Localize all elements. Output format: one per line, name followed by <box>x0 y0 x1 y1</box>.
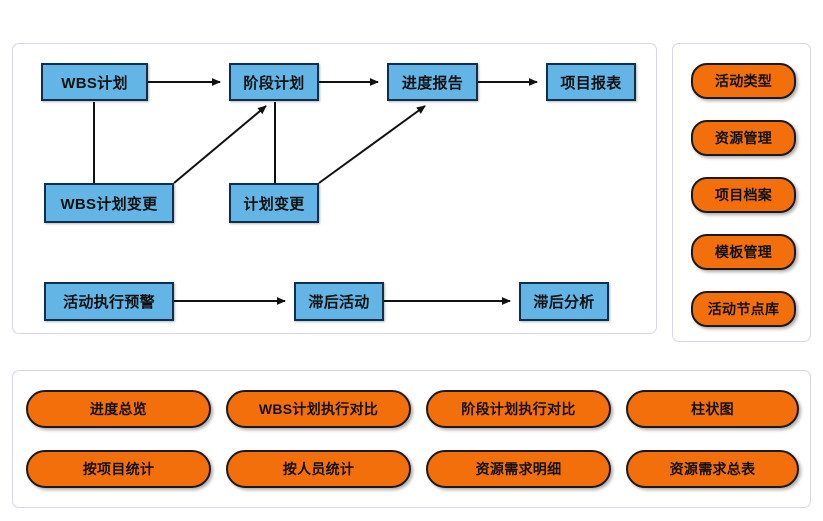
node-project-report[interactable]: 项目报表 <box>546 63 636 101</box>
button-resource-demand-detail[interactable]: 资源需求明细 <box>426 450 611 488</box>
button-resource-demand-summary[interactable]: 资源需求总表 <box>626 450 799 488</box>
button-progress-overview[interactable]: 进度总览 <box>26 390 211 428</box>
edge-wbs-plan-change-to-stage-plan <box>173 105 267 184</box>
node-wbs-plan[interactable]: WBS计划 <box>41 63 148 101</box>
node-plan-change[interactable]: 计划变更 <box>229 183 319 223</box>
button-activity-type[interactable]: 活动类型 <box>691 63 796 99</box>
button-bar-chart[interactable]: 柱状图 <box>626 390 799 428</box>
button-activity-node-library[interactable]: 活动节点库 <box>691 291 796 327</box>
button-wbs-plan-exec-compare[interactable]: WBS计划执行对比 <box>226 390 411 428</box>
flow-diagram-panel: WBS计划 阶段计划 进度报告 项目报表 WBS计划变更 计划变更 活动执行预警… <box>12 43 657 334</box>
button-stage-plan-exec-compare[interactable]: 阶段计划执行对比 <box>426 390 611 428</box>
node-stage-plan[interactable]: 阶段计划 <box>229 63 319 101</box>
side-button-panel: 活动类型 资源管理 项目档案 模板管理 活动节点库 <box>672 43 811 342</box>
node-progress-report[interactable]: 进度报告 <box>387 63 478 101</box>
node-wbs-plan-change[interactable]: WBS计划变更 <box>44 183 174 223</box>
button-template-management[interactable]: 模板管理 <box>691 234 796 270</box>
node-delayed-activity[interactable]: 滞后活动 <box>294 282 384 321</box>
button-project-archive[interactable]: 项目档案 <box>691 177 796 213</box>
node-activity-exec-alert[interactable]: 活动执行预警 <box>44 282 174 321</box>
edge-plan-change-to-progress-report <box>318 105 426 184</box>
bottom-button-panel: 进度总览 WBS计划执行对比 阶段计划执行对比 柱状图 按项目统计 按人员统计 … <box>12 370 811 508</box>
button-stats-by-person[interactable]: 按人员统计 <box>226 450 411 488</box>
button-resource-management[interactable]: 资源管理 <box>691 120 796 156</box>
node-delay-analysis[interactable]: 滞后分析 <box>519 282 609 321</box>
button-stats-by-project[interactable]: 按项目统计 <box>26 450 211 488</box>
